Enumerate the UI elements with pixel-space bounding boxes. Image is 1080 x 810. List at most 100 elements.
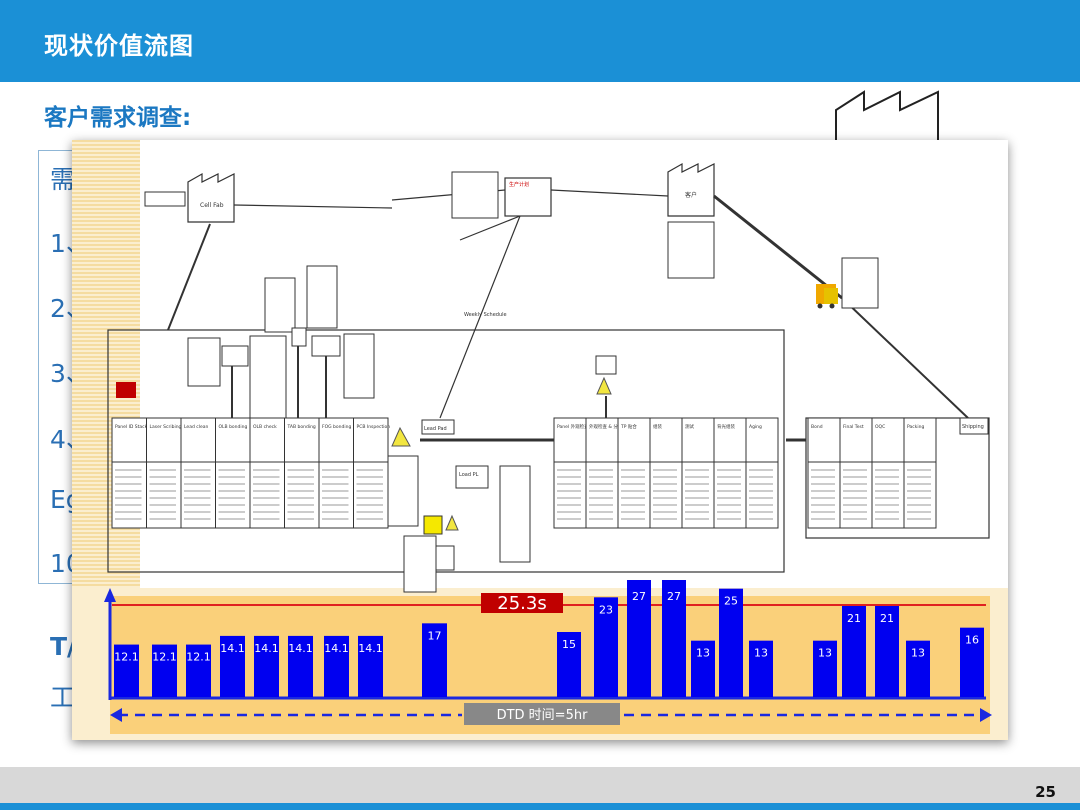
dtd-arrowhead-right	[980, 708, 992, 722]
bar	[114, 644, 139, 697]
bar	[152, 644, 177, 697]
bar	[557, 632, 581, 697]
bar	[324, 635, 349, 697]
data-box	[553, 461, 587, 529]
bar	[662, 580, 686, 697]
process-label: OQC	[875, 424, 885, 430]
process-label: FOG bonding	[322, 424, 351, 430]
bar-value-label: 16	[965, 634, 979, 647]
process-box	[807, 417, 841, 463]
dtd-arrowhead-left	[110, 708, 122, 722]
data-box	[585, 461, 619, 529]
page-number: 25	[1035, 783, 1056, 801]
bar-value-label: 14.1	[220, 642, 245, 655]
process-label: TAB bonding	[287, 424, 316, 430]
bar-value-label: 27	[667, 590, 681, 603]
bar	[627, 580, 651, 697]
left-text-fragment: T/	[50, 632, 77, 661]
data-box	[681, 461, 715, 529]
lead-pad-label: Lead Pad	[424, 426, 447, 432]
bar-value-label: 13	[754, 647, 768, 660]
section-heading: 客户需求调查:	[44, 105, 192, 131]
data-box	[807, 461, 841, 529]
data-box	[146, 461, 182, 529]
title-bar: 现状价值流图	[0, 0, 1080, 82]
supplier-label: Cell Fab	[200, 202, 224, 209]
bar-value-label: 21	[880, 612, 894, 625]
bar-value-label: 17	[428, 629, 442, 642]
process-label: 外观检查 & 分选	[589, 423, 623, 430]
process-label: 测试	[685, 423, 694, 430]
data-box	[649, 461, 683, 529]
factory-outline-icon	[835, 90, 939, 144]
inventory-triangle-icon	[391, 426, 411, 447]
process-box	[215, 417, 251, 463]
bar-value-label: 12.1	[152, 651, 177, 664]
data-box	[839, 461, 873, 529]
inventory-triangle-icon	[445, 514, 459, 531]
bar	[422, 623, 447, 697]
process-label: Lead clean	[184, 424, 208, 430]
process-label: 组装	[653, 423, 662, 430]
process-label: Panel ID Stack	[115, 424, 148, 430]
bar	[220, 635, 245, 697]
slide-title: 现状价值流图	[44, 32, 194, 60]
dtd-label: DTD 时间=5hr	[497, 708, 588, 723]
process-box	[871, 417, 905, 463]
process-label: 背光组装	[717, 423, 735, 430]
process-frame	[107, 329, 785, 573]
bar	[813, 640, 837, 697]
takt-label-box	[481, 593, 563, 613]
bar	[186, 644, 211, 697]
truck-icon	[816, 284, 838, 309]
bar-value-label: 14.1	[254, 642, 279, 655]
process-box	[318, 417, 354, 463]
process-box	[353, 417, 389, 463]
bar-value-label: 14.1	[358, 642, 383, 655]
bar	[960, 627, 984, 697]
data-box	[215, 461, 251, 529]
bar	[719, 588, 743, 697]
bar	[288, 635, 313, 697]
production-control-box	[504, 177, 552, 217]
takt-label: 25.3s	[497, 593, 546, 614]
process-label: Final Test	[843, 424, 864, 430]
left-text-fragment: 工	[50, 683, 76, 712]
bar-value-label: 25	[724, 595, 738, 608]
bar-value-label: 27	[632, 590, 646, 603]
footer-strip	[0, 803, 1080, 810]
bar-value-label: 21	[847, 612, 861, 625]
process-box	[585, 417, 619, 463]
bar	[842, 606, 866, 697]
process-label: Laser Scribing Cut	[150, 424, 191, 430]
bar	[906, 640, 930, 697]
bar	[875, 606, 899, 697]
customer-factory-icon	[667, 162, 715, 217]
bar	[358, 635, 383, 697]
data-box	[353, 461, 389, 529]
y-axis-arrow	[104, 588, 116, 602]
load-pl-label: Load PL	[459, 472, 479, 478]
supermarket-icon	[423, 515, 443, 535]
process-box	[180, 417, 216, 463]
process-box	[713, 417, 747, 463]
process-label: Panel 外观检查 & 包装	[557, 423, 604, 430]
control-label: 生产计划	[509, 181, 529, 188]
inventory-triangle-icon	[596, 376, 612, 395]
bar	[749, 640, 773, 697]
data-box	[871, 461, 905, 529]
process-label: TP 贴合	[620, 423, 637, 430]
footer-bar: 25	[0, 767, 1080, 803]
data-box	[180, 461, 216, 529]
bar-value-label: 23	[599, 603, 613, 616]
customer-label: 客户	[685, 191, 697, 199]
bar-value-label: 15	[562, 638, 576, 651]
bar-value-label: 14.1	[324, 642, 349, 655]
process-label: Aging	[749, 424, 762, 430]
process-label: Packing	[907, 424, 924, 430]
process-label: Bond	[811, 424, 823, 430]
data-box	[318, 461, 354, 529]
bar-value-label: 13	[911, 647, 925, 660]
process-box	[745, 417, 779, 463]
